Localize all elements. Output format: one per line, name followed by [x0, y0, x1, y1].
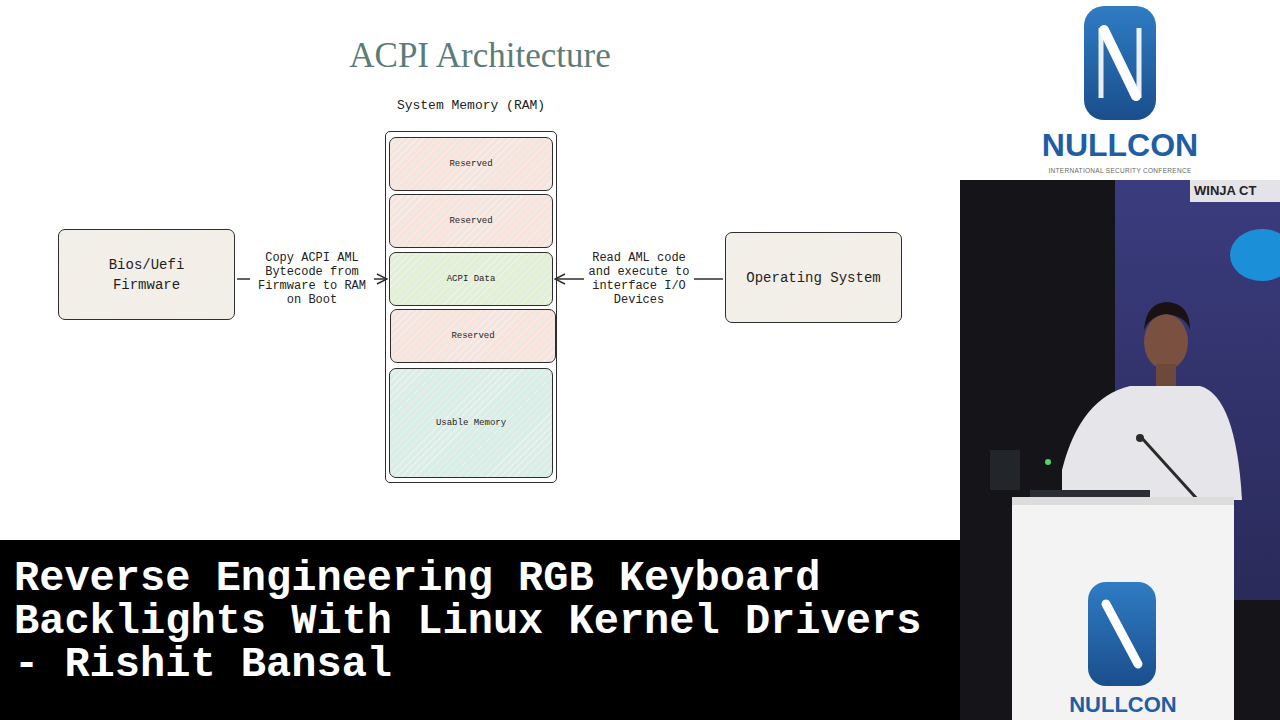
memory-region: Reserved: [389, 194, 553, 248]
logo-wordmark: NULLCON: [960, 127, 1280, 163]
node-label: Reserved: [449, 158, 492, 171]
caption-bar: [0, 540, 960, 720]
backdrop-sign: WINJA CT: [1194, 183, 1280, 199]
memory-region: Reserved: [389, 137, 553, 191]
podium-wordmark: NULLCON: [1012, 693, 1234, 717]
edge-label: Read AML code and execute to interface I…: [584, 250, 694, 308]
node-heading: System Memory (RAM): [365, 98, 577, 114]
logo-panel: [960, 0, 1280, 180]
logo-tagline: INTERNATIONAL SECURITY CONFERENCE: [960, 167, 1280, 175]
node-label: ACPI Data: [447, 273, 496, 286]
os-box: Operating System: [725, 232, 902, 323]
slide-ground: [0, 0, 960, 540]
memory-region: Usable Memory: [389, 368, 553, 478]
node-label: Bios/Uefi Firmware: [97, 255, 197, 295]
firmware-box: Bios/Uefi Firmware: [58, 229, 235, 320]
stage-photo: [960, 180, 1280, 720]
node-label: Reserved: [451, 330, 494, 343]
memory-column: ReservedReservedACPI DataReservedUsable …: [385, 95, 557, 483]
memory-region: Reserved: [390, 309, 556, 363]
node-label: Usable Memory: [436, 417, 506, 430]
slide-title: ACPI Architecture: [0, 34, 960, 78]
nullcon-logo: [1084, 6, 1156, 120]
talk-caption: Reverse Engineering RGB Keyboard Backlig…: [14, 558, 944, 687]
memory-region: ACPI Data: [389, 252, 553, 306]
edge-label: Copy ACPI AML Bytecode from Firmware to …: [250, 250, 374, 308]
node-label: Operating System: [746, 268, 880, 288]
node-label: Reserved: [449, 215, 492, 228]
